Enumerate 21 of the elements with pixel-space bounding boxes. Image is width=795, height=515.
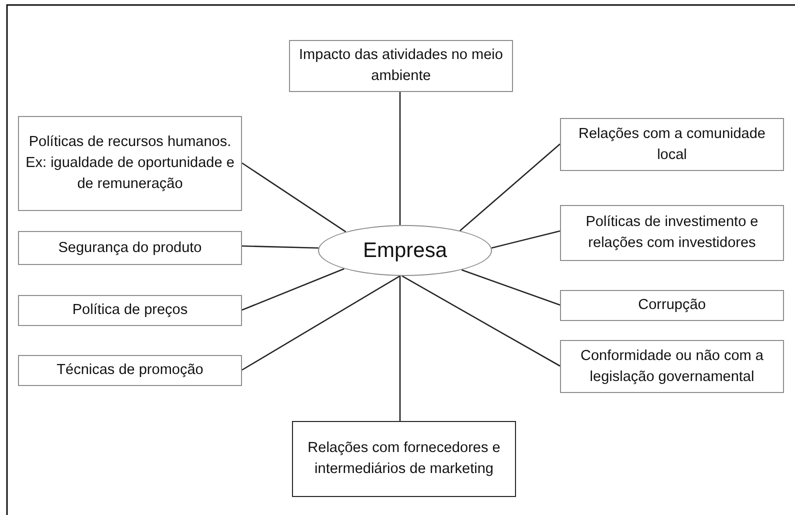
connector-line bbox=[491, 230, 560, 249]
central-ellipse: Empresa bbox=[318, 225, 492, 276]
topic-box: Impacto das atividades no meio ambiente bbox=[289, 40, 513, 92]
connector-line bbox=[461, 269, 560, 306]
topic-box: Políticas de investimento e relações com investidores bbox=[560, 205, 784, 261]
topic-box: Relações com fornecedores e intermediários de marketing bbox=[292, 421, 516, 497]
connector-line bbox=[402, 275, 560, 367]
connector-line bbox=[242, 162, 346, 232]
topic-box: Relações com a comunidade local bbox=[560, 118, 784, 171]
connector-line bbox=[242, 275, 400, 371]
topic-box: Técnicas de promoção bbox=[18, 355, 242, 386]
topic-box: Conformidade ou não com a legislação governamental bbox=[560, 340, 784, 393]
topic-box: Políticas de recursos humanos. Ex: igualdade de oportunidade e de remuneração bbox=[18, 116, 242, 211]
topic-box: Política de preços bbox=[18, 295, 242, 326]
topic-box: Segurança do produto bbox=[18, 231, 242, 265]
topic-box: Corrupção bbox=[560, 290, 784, 321]
connector-line bbox=[242, 245, 318, 249]
connector-line bbox=[399, 92, 401, 226]
connector-line bbox=[460, 144, 560, 232]
connector-line bbox=[399, 276, 401, 421]
connector-line bbox=[242, 268, 344, 311]
